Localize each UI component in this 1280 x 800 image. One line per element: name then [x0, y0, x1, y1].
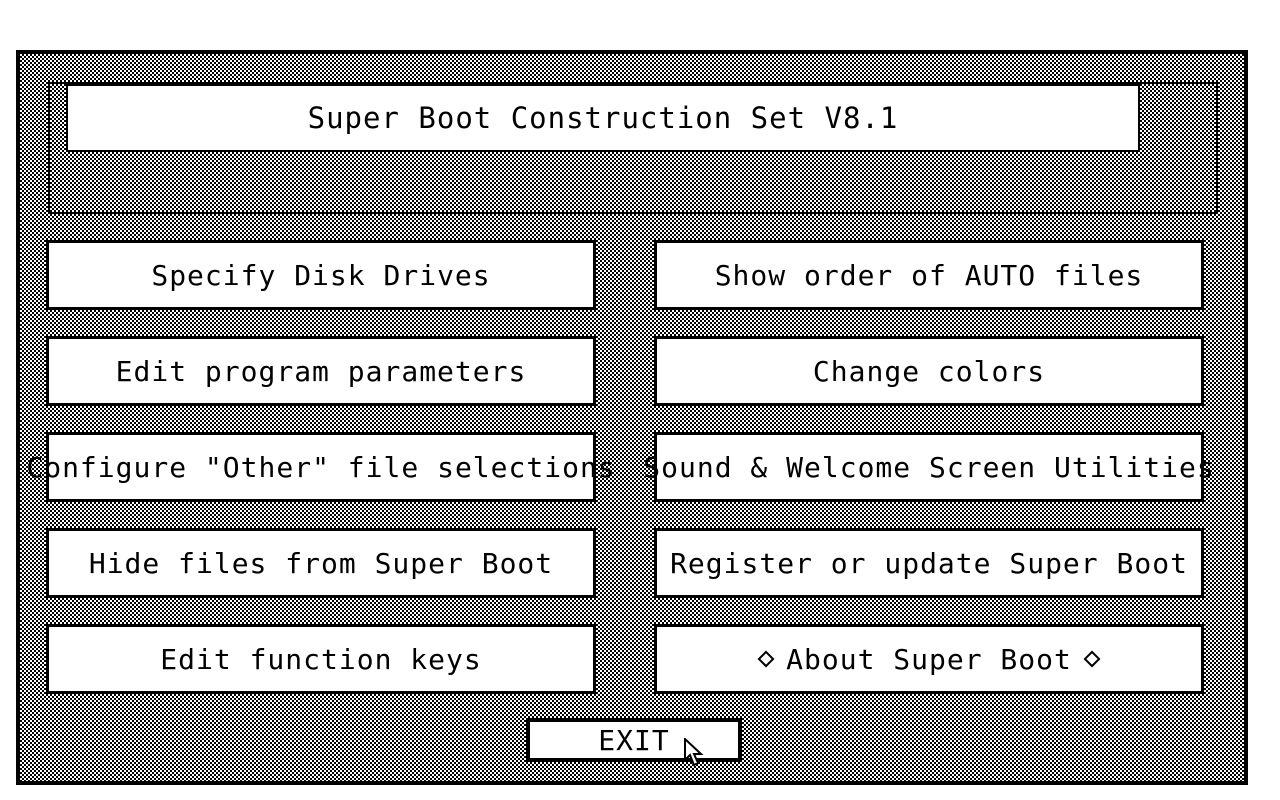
button-label: Configure "Other" file selections — [26, 450, 616, 484]
button-label: Change colors — [812, 354, 1046, 388]
button-label: Sound & Welcome Screen Utilities — [643, 450, 1215, 484]
diamond-icon — [757, 650, 775, 668]
edit-function-keys-button[interactable]: Edit function keys — [46, 624, 596, 694]
title-frame — [48, 82, 1218, 214]
hide-files-button[interactable]: Hide files from Super Boot — [46, 528, 596, 598]
app-title: Super Boot Construction Set V8.1 — [307, 101, 899, 135]
main-dialog: Super Boot Construction Set V8.1 Specify… — [16, 50, 1248, 785]
button-label: About Super Boot — [786, 642, 1072, 676]
configure-other-files-button[interactable]: Configure "Other" file selections — [26, 432, 615, 502]
register-update-button[interactable]: Register or update Super Boot — [654, 528, 1204, 598]
specify-disk-drives-button[interactable]: Specify Disk Drives — [46, 240, 596, 310]
exit-button[interactable]: EXIT — [526, 718, 742, 762]
diamond-icon — [1083, 650, 1101, 668]
button-label: Edit function keys — [160, 642, 482, 676]
show-auto-order-button[interactable]: Show order of AUTO files — [654, 240, 1204, 310]
about-super-boot-button[interactable]: About Super Boot — [654, 624, 1204, 694]
title-box: Super Boot Construction Set V8.1 — [66, 84, 1140, 152]
edit-program-parameters-button[interactable]: Edit program parameters — [46, 336, 596, 406]
change-colors-button[interactable]: Change colors — [654, 336, 1204, 406]
arrow-cursor-icon — [684, 738, 704, 767]
button-label: Register or update Super Boot — [670, 546, 1188, 580]
button-label: Show order of AUTO files — [714, 258, 1144, 292]
button-label: Hide files from Super Boot — [88, 546, 554, 580]
exit-label: EXIT — [598, 723, 670, 757]
sound-welcome-utilities-button[interactable]: Sound & Welcome Screen Utilities — [643, 432, 1214, 502]
button-label: Edit program parameters — [115, 354, 527, 388]
button-label: Specify Disk Drives — [151, 258, 491, 292]
